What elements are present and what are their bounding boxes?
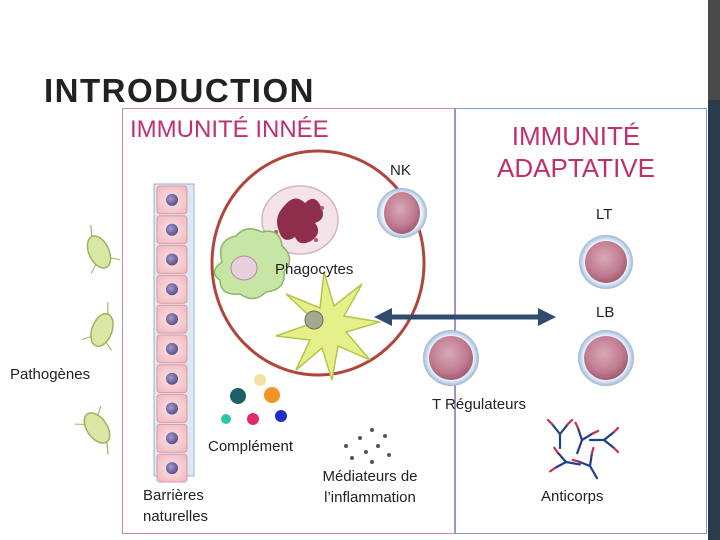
epithelial-barrier: [153, 183, 195, 483]
mediators-label: Médiateurs de l’inflammation: [322, 468, 418, 506]
pathogens-label: Pathogènes: [10, 366, 91, 383]
epithelial-nucleus: [166, 283, 178, 296]
pathogen-icons: [74, 224, 121, 455]
antibodies-label: Anticorps: [541, 488, 604, 505]
epithelial-nucleus: [166, 462, 178, 475]
lt-cell-icon: [579, 235, 633, 289]
lt-label: LT: [596, 206, 613, 223]
nk-cell-icon: [377, 188, 427, 238]
slide-title: INTRODUCTION: [44, 72, 315, 109]
complement-dots: [221, 374, 287, 425]
innate-immunity-panel: [122, 108, 455, 534]
epithelial-nucleus: [166, 432, 178, 445]
mediators-dots: [344, 428, 391, 464]
treg-label: T Régulateurs: [432, 396, 526, 413]
granulocyte-icon: [261, 185, 339, 255]
treg-cell-icon: [423, 330, 479, 386]
adaptive-immunity-panel: [455, 108, 707, 534]
epithelial-nucleus: [166, 223, 178, 236]
innate-adaptive-arrow: [374, 308, 556, 326]
lb-label: LB: [596, 304, 615, 321]
innate-immunity-heading: IMMUNITÉ INNÉE: [130, 116, 329, 143]
phagocytes-label: Phagocytes: [275, 261, 354, 278]
nk-label: NK: [390, 162, 411, 179]
lb-cell-icon: [578, 330, 634, 386]
epithelial-nucleus: [166, 342, 178, 355]
epithelial-nucleus: [166, 253, 178, 266]
adaptive-immunity-heading: IMMUNITÉ ADAPTATIVE: [497, 121, 655, 183]
macrophage-icon: [213, 228, 291, 300]
epithelial-nucleus: [166, 313, 178, 326]
right-edge-bar: [708, 0, 720, 540]
complement-label: Complément: [208, 438, 294, 455]
epithelial-nucleus: [166, 372, 178, 385]
barriers-label: Barrières naturelles: [143, 487, 209, 525]
phagocytes-circle: [210, 149, 426, 377]
dendritic-cell-icon: [275, 271, 381, 381]
epithelial-nucleus: [166, 193, 178, 206]
epithelial-nucleus: [166, 402, 178, 415]
antibodies-icons: [546, 418, 620, 480]
